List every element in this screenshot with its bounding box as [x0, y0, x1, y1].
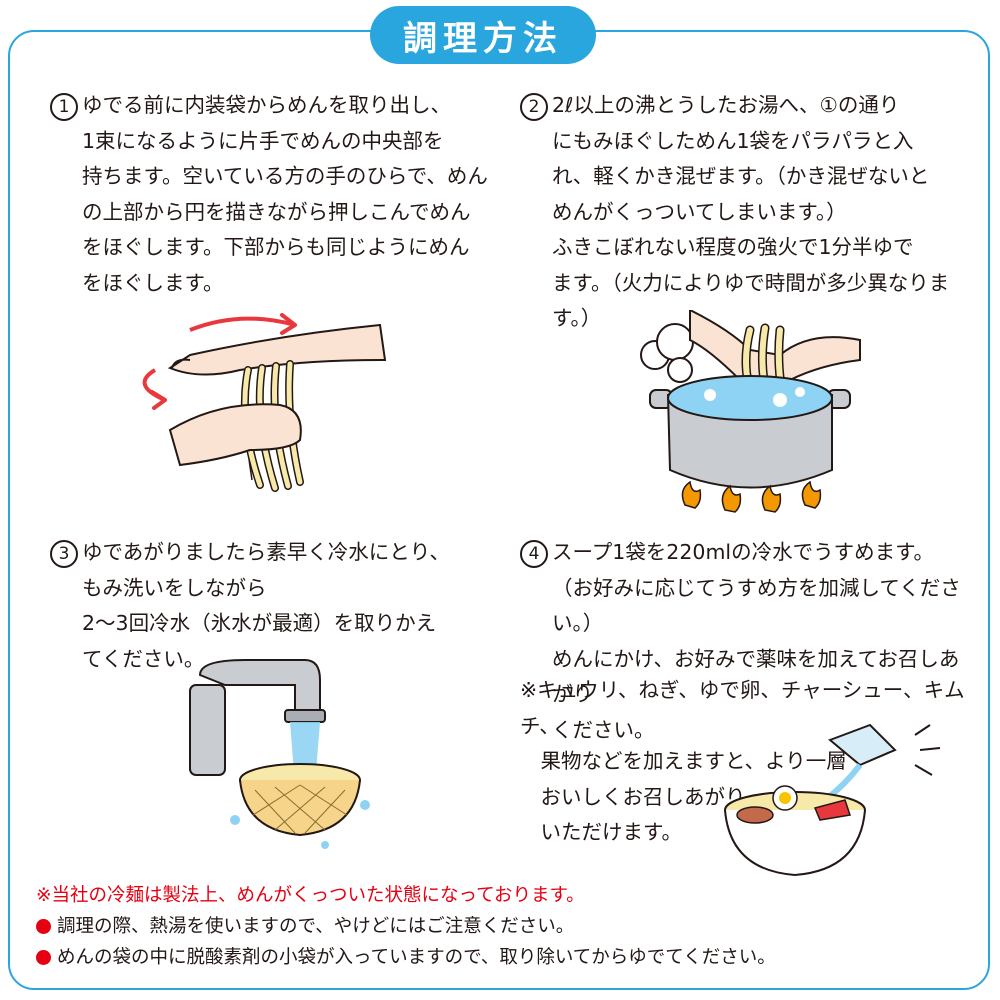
footer-note-1: ※当社の冷麺は製法上、めんがくっついた状態になっております。 — [36, 885, 585, 906]
step-1-number: 1 — [50, 93, 78, 121]
hands-loosening-noodles-illustration — [142, 313, 387, 492]
step-2-number: 2 — [520, 93, 548, 121]
noodle-bowl-illustration — [724, 723, 941, 877]
step-1-text: ゆでる前に内装袋からめんを取り出し、 1束になるように片手でめんの中央部を 持ち… — [82, 93, 488, 295]
footer-note-3-row: めんの袋の中に脱酸素剤の小袋が入っていますので、取り除いてからゆでてください。 — [36, 942, 776, 973]
step-3-number: 3 — [50, 540, 78, 568]
step-2-text: 2ℓ以上の沸とうしたお湯へ、①の通り にもみほぐしためん1袋をパラパラと入 れ、… — [552, 93, 950, 330]
faucet-strainer-illustration — [189, 659, 370, 849]
footer-note-2: 調理の際、熱湯を使いますので、やけどにはご注意ください。 — [57, 916, 575, 937]
footer-note-3: めんの袋の中に脱酸素剤の小袋が入っていますので、取り除いてからゆでてください。 — [57, 947, 776, 968]
topping-tip: ※キュウリ、ねぎ、ゆで卵、チャーシュー、キムチ、 果物などを加えますと、より一層… — [520, 678, 965, 844]
step-4-number: 4 — [520, 540, 548, 568]
footer-notes: ※当社の冷麺は製法上、めんがくっついた状態になっております。 調理の際、熱湯を使… — [36, 880, 776, 973]
step-1: 1 ゆでる前に内装袋からめんを取り出し、 1束になるように片手でめんの中央部を … — [50, 88, 490, 301]
step-3: 3 ゆであがりましたら素早く冷水にとり、 もみ洗いをしながら 2～3回冷水（氷水… — [50, 535, 490, 677]
page-title: 調理方法 — [370, 6, 596, 64]
step-3-text: ゆであがりましたら素早く冷水にとり、 もみ洗いをしながら 2～3回冷水（氷水が最… — [82, 540, 450, 671]
step-4: 4 スープ1袋を220mlの冷水でうすめます。 （お好みに応じてうすめ方を加減し… — [520, 535, 970, 748]
step-4-text: スープ1袋を220mlの冷水でうすめます。 （お好みに応じてうすめ方を加減してく… — [552, 540, 961, 742]
boiling-pot-illustration — [640, 310, 861, 513]
step-2: 2 2ℓ以上の沸とうしたお湯へ、①の通り にもみほぐしためん1袋をパラパラと入 … — [520, 88, 970, 337]
footer-note-2-row: 調理の際、熱湯を使いますので、やけどにはご注意ください。 — [36, 911, 776, 942]
warning-bullet-icon — [36, 950, 51, 965]
warning-bullet-icon — [36, 919, 51, 934]
